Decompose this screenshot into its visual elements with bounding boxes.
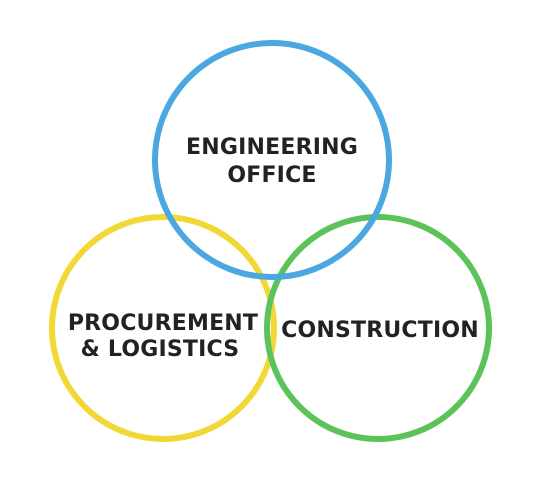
engineering-label-line-2: OFFICE xyxy=(227,163,316,188)
procurement-label-line-1: PROCUREMENT xyxy=(68,311,258,336)
engineering-label-line-1: ENGINEERING xyxy=(186,135,358,160)
procurement-label-line-2: & LOGISTICS xyxy=(81,337,240,362)
construction-label: CONSTRUCTION xyxy=(281,318,479,343)
construction-circle xyxy=(264,214,492,442)
engineering-circle xyxy=(152,40,392,280)
procurement-circle xyxy=(49,214,277,442)
